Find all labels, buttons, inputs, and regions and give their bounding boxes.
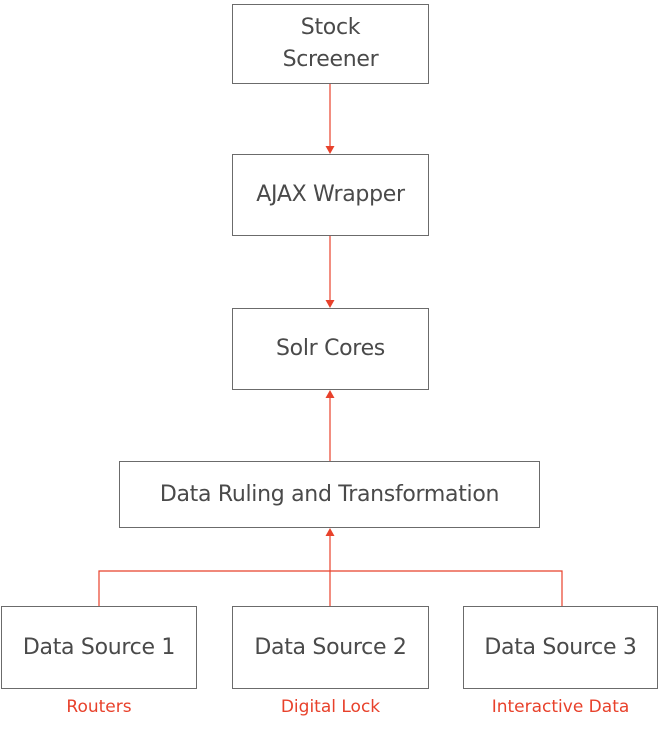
data-source-1-box: Data Source 1: [1, 606, 197, 689]
arrowhead-solr-top: [325, 300, 335, 308]
ajax-wrapper-box: AJAX Wrapper: [232, 154, 429, 236]
data-ruling-label: Data Ruling and Transformation: [159, 481, 500, 507]
ajax-wrapper-label: AJAX Wrapper: [256, 182, 405, 207]
stock-screener-box: Stock Screener: [232, 4, 429, 84]
data-source-3-label: Data Source 3: [484, 634, 637, 660]
caption-routers: Routers: [66, 697, 132, 717]
caption-digital-lock: Digital Lock: [280, 697, 381, 717]
data-source-2-box: Data Source 2: [232, 606, 429, 689]
solr-cores-label: Solr Cores: [276, 336, 385, 361]
caption-interactive-data: Interactive Data: [491, 697, 630, 717]
data-source-3-box: Data Source 3: [463, 606, 658, 689]
solr-cores-box: Solr Cores: [232, 308, 429, 390]
data-source-2-label: Data Source 2: [254, 634, 407, 660]
data-source-1-label: Data Source 1: [22, 634, 176, 660]
stock-screener-label: Stock Screener: [282, 15, 379, 72]
edge-source-bus: [98, 570, 563, 606]
arrowhead-ajax: [325, 146, 335, 154]
arrowhead-ruling: [325, 528, 335, 536]
arrowhead-solr-bottom: [325, 390, 335, 398]
data-ruling-box: Data Ruling and Transformation: [119, 461, 540, 528]
